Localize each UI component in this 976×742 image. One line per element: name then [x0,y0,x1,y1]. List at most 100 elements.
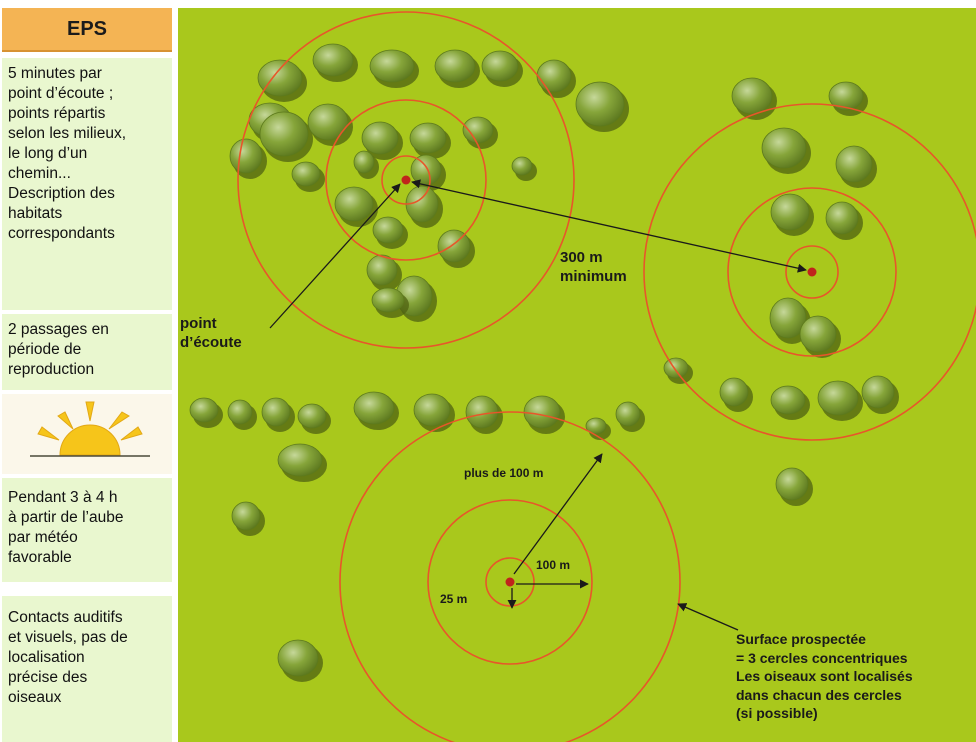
tree-crown [259,111,309,157]
label-line: dans chacun des cercles [736,686,902,703]
tree [189,397,223,428]
tree [481,50,523,87]
listening-point-pointer [269,183,401,329]
text-line: oiseaux [8,689,62,706]
sunrise-icon [30,401,150,457]
sidebar-title: EPS [2,8,172,52]
tree-crown [825,201,859,235]
tree-crown [731,77,773,115]
tree [437,229,475,268]
radius-100m-label: 100 m [536,558,571,572]
tree-crown [227,399,253,425]
tree-crown [257,59,303,97]
protocol-description-box: 5 minutes par point d’écoute ; points ré… [2,58,172,310]
tree-crown [769,297,807,339]
tree-crown [462,116,494,144]
tree [277,639,323,682]
text-line: selon les milieux, [8,125,127,142]
tree-crown [229,138,263,174]
tree-crown [663,357,689,379]
tree [465,395,503,434]
tree-crown [434,49,476,83]
tree-crown [361,121,399,155]
label-line: 300 m [560,249,603,266]
text-line: Contacts auditifs [8,609,123,626]
tree [462,116,498,149]
sunrise-panel [2,394,172,474]
tree-crown [615,401,641,427]
tree-crown [481,50,519,82]
tree [231,501,265,536]
text-line: localisation [8,649,85,666]
text-line: habitats [8,205,63,222]
text-line: correspondants [8,225,115,242]
distance-300m-label: 300 m minimum [560,248,627,286]
tree [719,377,753,412]
tree [775,467,813,506]
tree-crown [861,375,895,409]
tree [353,150,379,179]
text-line: le long d’un [8,145,88,162]
label-line: d’écoute [180,334,242,351]
tree [511,156,537,181]
text-line: par météo [8,529,78,546]
tree [409,122,451,159]
tree-crown [410,154,442,186]
tree [770,385,810,420]
label-line: Les oiseaux sont localisés [736,668,913,684]
tree [229,138,267,179]
tree-crown [465,395,499,429]
listening-point-dot [505,577,515,587]
tree [395,275,437,322]
tree-crown [372,216,404,244]
tree [291,161,325,192]
label-line: minimum [560,268,627,285]
text-line: Pendant 3 à 4 h [8,489,118,506]
tree-crown [366,254,398,286]
tree [585,417,611,440]
text-line: reproduction [8,361,95,378]
tree [371,287,409,318]
tree [828,81,868,116]
surveyed-area-pointer [677,603,739,631]
distance-300m-arrow [411,179,807,273]
tree-crown [189,397,219,423]
tree [261,397,295,432]
tree-crown [312,43,354,77]
text-line: 2 passages en [8,321,109,338]
tree [615,401,645,432]
label-line: = 3 cercles concentriques [736,649,908,666]
tree [257,59,307,102]
annotations [269,179,807,631]
text-line: chemin... [8,165,71,182]
tree [770,193,814,236]
tree-crown [536,59,572,93]
timing-box: Pendant 3 à 4 h à partir de l’aube par m… [2,478,172,582]
tree [799,315,841,358]
tree-crown [775,467,809,501]
tree [817,380,863,421]
tree-crown [277,443,323,477]
tree-crown [511,156,533,176]
tree-crown [799,315,837,353]
trees-layer [189,43,899,682]
text-line: 5 minutes par [8,65,102,82]
plus-100m-arrow [513,453,603,575]
tree-crown [770,385,806,415]
tree-crown [828,81,864,111]
radius-circle-3 [339,411,681,742]
listening-point-dot [807,267,817,277]
text-line: points répartis [8,105,106,122]
tree [536,59,576,98]
tree-crown [297,403,327,429]
listening-point-label: point d’écoute [180,314,242,352]
label-line: point [180,315,217,332]
tree [663,357,693,384]
tree-crown [761,127,807,169]
tree [413,393,455,432]
tree-crown [409,122,447,154]
tree-crown [523,395,561,429]
tree [372,216,408,249]
surveyed-area-label: Surface prospectée = 3 cercles concentri… [736,630,913,723]
text-line: précise des [8,669,88,686]
